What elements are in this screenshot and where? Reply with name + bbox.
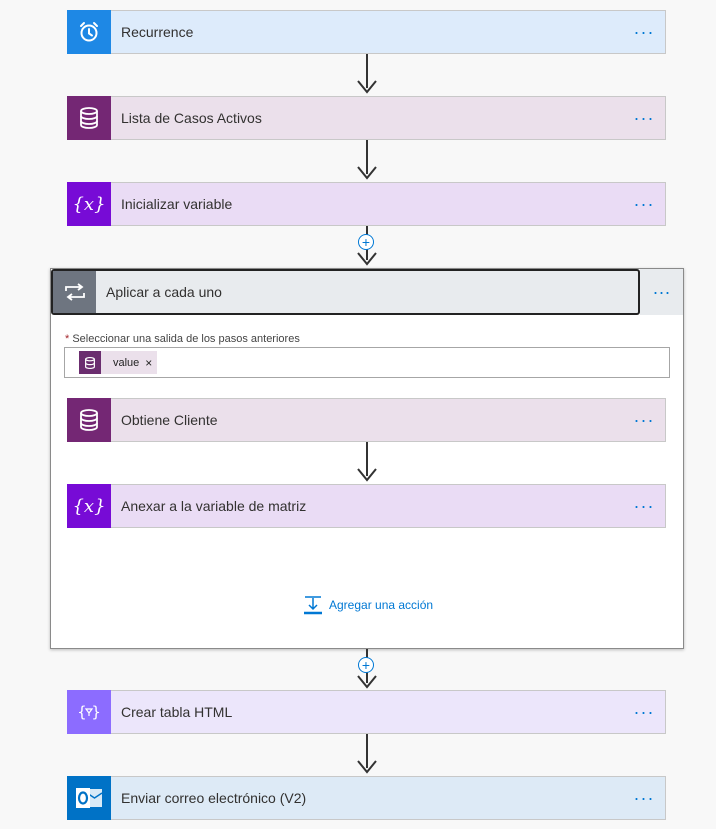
step-label: Lista de Casos Activos bbox=[121, 110, 262, 126]
more-options-button[interactable]: ··· bbox=[633, 194, 655, 214]
arrow-head-icon bbox=[357, 760, 377, 774]
step-obtiene-cliente[interactable]: Obtiene Cliente ··· bbox=[67, 397, 666, 442]
step-label: Crear tabla HTML bbox=[121, 704, 233, 720]
database-icon bbox=[67, 397, 111, 442]
arrow-head-icon bbox=[357, 675, 377, 689]
add-action-label: Agregar una acción bbox=[329, 598, 434, 612]
step-recurrence[interactable]: Recurrence ··· bbox=[67, 9, 666, 54]
database-icon bbox=[67, 95, 111, 140]
apply-to-each-scope: Aplicar a cada uno ··· * Seleccionar una… bbox=[50, 268, 684, 649]
loop-icon bbox=[53, 271, 96, 313]
more-options-button[interactable]: ··· bbox=[633, 496, 655, 516]
step-label: Obtiene Cliente bbox=[121, 412, 218, 428]
arrow-head-icon bbox=[357, 252, 377, 266]
arrow-head-icon bbox=[357, 80, 377, 94]
add-action-icon bbox=[304, 596, 322, 615]
outlook-icon bbox=[67, 775, 111, 820]
svg-text:{x}: {x} bbox=[74, 194, 104, 215]
svg-text:{x}: {x} bbox=[74, 496, 104, 517]
data-operation-icon: { } bbox=[67, 689, 111, 734]
alarm-clock-icon bbox=[67, 9, 111, 54]
connector-arrow bbox=[366, 140, 368, 174]
step-anexar-variable-matriz[interactable]: {x} Anexar a la variable de matriz ··· bbox=[67, 483, 666, 528]
required-marker: * bbox=[65, 333, 70, 345]
step-label: Inicializar variable bbox=[121, 196, 233, 212]
select-output-input[interactable]: value × bbox=[64, 347, 670, 378]
remove-token-button[interactable]: × bbox=[145, 355, 153, 370]
connector-arrow bbox=[366, 734, 368, 768]
svg-text:{ }: { } bbox=[77, 703, 101, 721]
more-options-button[interactable]: ··· bbox=[633, 22, 655, 42]
token-label: value bbox=[113, 356, 140, 369]
arrow-head-icon bbox=[357, 166, 377, 180]
step-lista-casos-activos[interactable]: Lista de Casos Activos ··· bbox=[67, 95, 666, 140]
more-options-button[interactable]: ··· bbox=[640, 269, 683, 315]
step-label: Recurrence bbox=[121, 24, 194, 40]
step-inicializar-variable[interactable]: {x} Inicializar variable ··· bbox=[67, 181, 666, 226]
dynamic-content-token[interactable]: value × bbox=[79, 351, 158, 374]
more-options-button[interactable]: ··· bbox=[633, 702, 655, 722]
variable-icon: {x} bbox=[67, 483, 111, 528]
select-output-text: Seleccionar una salida de los pasos ante… bbox=[72, 333, 300, 345]
select-output-label: * Seleccionar una salida de los pasos an… bbox=[65, 333, 300, 345]
add-action-button[interactable]: Agregar una acción bbox=[303, 595, 433, 615]
connector-arrow bbox=[366, 54, 368, 88]
insert-step-button[interactable]: + bbox=[358, 234, 374, 250]
step-crear-tabla-html[interactable]: { } Crear tabla HTML ··· bbox=[67, 689, 666, 734]
more-options-button[interactable]: ··· bbox=[633, 410, 655, 430]
apply-to-each-header[interactable]: Aplicar a cada uno bbox=[51, 269, 640, 315]
insert-step-button[interactable]: + bbox=[358, 657, 374, 673]
connector-arrow bbox=[366, 442, 368, 476]
more-options-button[interactable]: ··· bbox=[633, 788, 655, 808]
variable-icon: {x} bbox=[67, 181, 111, 226]
step-label: Anexar a la variable de matriz bbox=[121, 498, 307, 514]
more-options-button[interactable]: ··· bbox=[633, 108, 655, 128]
database-icon bbox=[79, 351, 101, 374]
step-label: Enviar correo electrónico (V2) bbox=[121, 790, 307, 806]
apply-to-each-title: Aplicar a cada uno bbox=[106, 284, 222, 300]
arrow-head-icon bbox=[357, 468, 377, 482]
step-enviar-correo[interactable]: Enviar correo electrónico (V2) ··· bbox=[67, 775, 666, 820]
